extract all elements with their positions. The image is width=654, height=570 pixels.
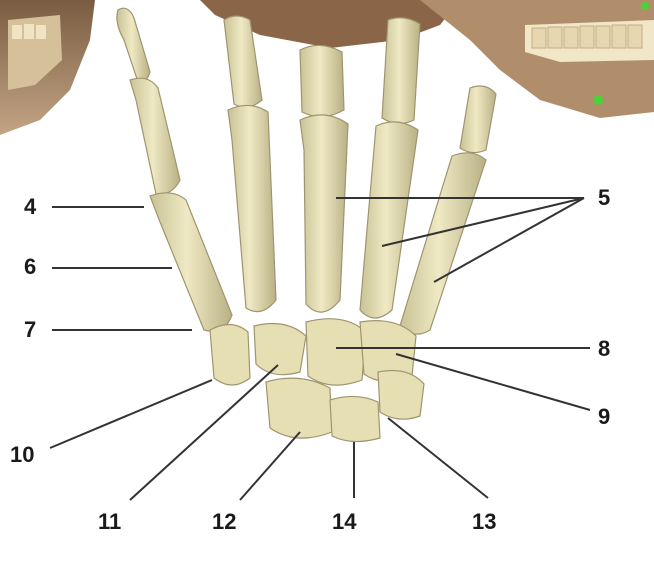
leader-line-10 [50, 380, 212, 448]
skull-left [0, 0, 95, 135]
leader-line-12 [240, 432, 300, 500]
marker-dot [593, 95, 603, 105]
ring-finger-bones [360, 18, 420, 318]
label-12: 12 [212, 511, 236, 533]
label-13: 13 [472, 511, 496, 533]
label-8: 8 [598, 338, 610, 360]
carpal-bones [210, 319, 424, 442]
label-11: 11 [98, 511, 121, 533]
label-9: 9 [598, 406, 610, 428]
little-finger-bones [400, 86, 496, 334]
leader-line-9 [396, 354, 590, 410]
label-6: 6 [24, 256, 36, 278]
middle-finger-bones [300, 45, 348, 312]
thumb-bones [117, 8, 232, 331]
marker-dot [641, 2, 649, 10]
leader-line-11 [130, 365, 278, 500]
label-14: 14 [332, 511, 356, 533]
label-10: 10 [10, 444, 34, 466]
label-7: 7 [24, 319, 36, 341]
leader-line-13 [388, 418, 488, 498]
label-5: 5 [598, 187, 610, 209]
leader-line-5b [382, 198, 584, 246]
index-finger-bones [224, 16, 276, 312]
skull-right [420, 0, 654, 118]
label-4: 4 [24, 196, 36, 218]
